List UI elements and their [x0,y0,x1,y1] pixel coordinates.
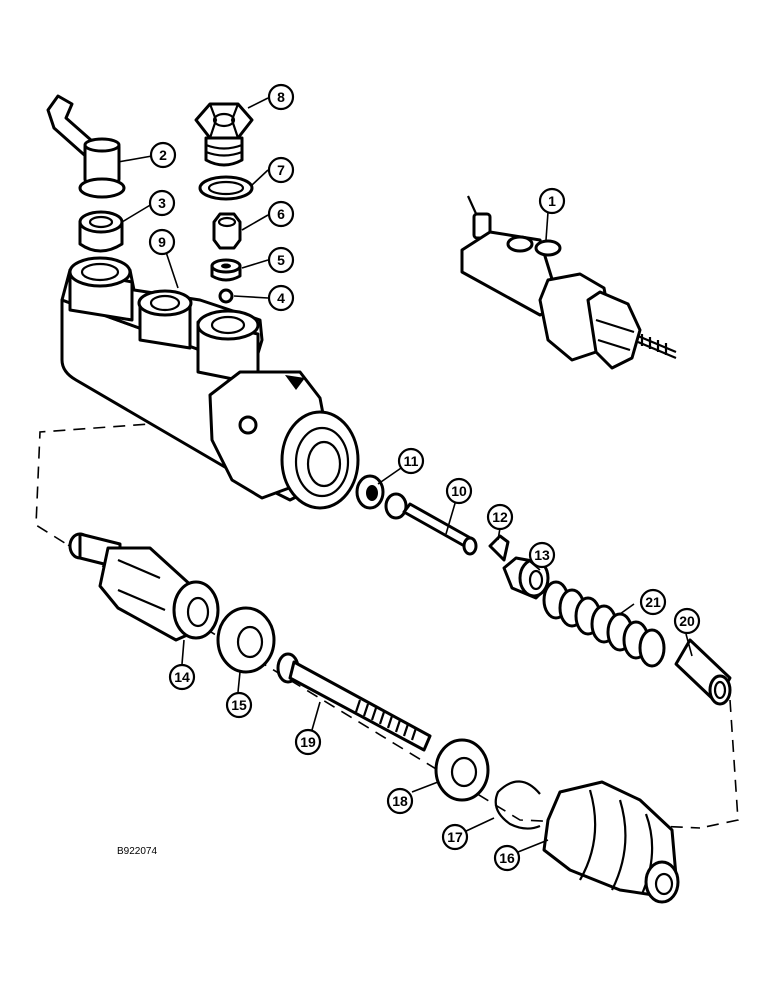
svg-text:21: 21 [645,594,661,610]
part-10-valve-stem [384,492,478,556]
part-11-seal [355,474,385,510]
leader-lines [117,97,693,853]
part-3-seal [78,210,124,253]
part-2-hose-fitting [46,94,126,199]
callout-7: 7 [267,156,295,184]
svg-text:10: 10 [451,483,467,499]
svg-text:9: 9 [158,234,166,250]
part-16-boot [542,780,680,904]
svg-text:13: 13 [534,547,550,563]
svg-text:20: 20 [679,613,695,629]
svg-text:19: 19 [300,734,316,750]
svg-text:8: 8 [277,89,285,105]
svg-text:3: 3 [158,195,166,211]
callout-20: 20 [673,607,701,635]
part-12-retainer [488,534,510,562]
callout-6: 6 [267,200,295,228]
svg-text:12: 12 [492,509,508,525]
part-6-fitting [212,212,242,250]
svg-text:2: 2 [159,147,167,163]
svg-text:4: 4 [277,290,285,306]
part-19-push-rod [276,652,432,752]
callout-18: 18 [386,787,414,815]
callout-19: 19 [294,728,322,756]
svg-text:5: 5 [277,252,285,268]
part-17-snap-ring [494,780,541,830]
part-15-cup-seal [216,606,276,674]
callout-15: 15 [225,691,253,719]
svg-text:18: 18 [392,793,408,809]
callout-17: 17 [441,823,469,851]
callout-8: 8 [267,83,295,111]
callout-9: 9 [148,228,176,256]
callout-11: 11 [397,447,425,475]
part-9-cylinder-body [60,256,360,510]
part-21-spring [542,580,666,668]
assembly-boundary-line [35,419,739,829]
svg-text:15: 15 [231,697,247,713]
callout-13: 13 [528,541,556,569]
svg-text:7: 7 [277,162,285,178]
part-14-piston [68,532,220,642]
callout-2: 2 [149,141,177,169]
callout-3: 3 [148,189,176,217]
svg-text:11: 11 [404,453,419,469]
part-7-o-ring [198,175,254,201]
part-5-seat [210,258,242,282]
svg-text:1: 1 [548,193,556,209]
callout-16: 16 [493,844,521,872]
callout-1: 1 [538,187,566,215]
part-18-washer [434,738,490,802]
callout-21: 21 [639,588,667,616]
part-4-ball [218,288,234,304]
callout-12: 12 [486,503,514,531]
callout-5: 5 [267,246,295,274]
callout-14: 14 [168,663,196,691]
figure-identifier: B922074 [117,846,158,857]
callout-4: 4 [267,284,295,312]
part-8-plug [194,102,254,167]
part-1-assembled-cylinder [460,195,677,370]
callout-10: 10 [445,477,473,505]
svg-text:14: 14 [174,669,190,685]
svg-text:16: 16 [499,850,515,866]
part-20-sleeve [674,638,732,706]
svg-text:17: 17 [447,829,463,845]
svg-text:6: 6 [277,206,285,222]
